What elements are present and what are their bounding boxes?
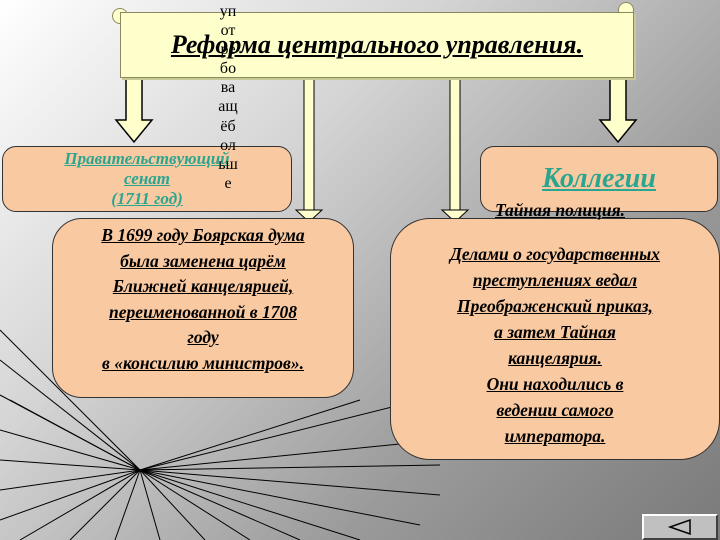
secret-police-title: Тайная полиция. — [494, 200, 625, 220]
boyar-line: была заменена царём — [120, 250, 286, 271]
senate-line: сенат — [123, 169, 171, 188]
secret-police-box: Делами о государственных преступлениях в… — [390, 218, 720, 460]
boyar-line: В 1699 году Боярская дума — [101, 225, 305, 245]
senate-line: Правительствующий — [64, 149, 230, 168]
back-button[interactable] — [642, 514, 718, 540]
boyar-line: Ближней канцелярией, — [112, 276, 294, 296]
police-line: Делами о государственных — [449, 244, 661, 264]
slide-title: Реформа центрального управления. — [170, 30, 584, 59]
title-banner: Реформа центрального управления. — [120, 12, 634, 78]
boyar-line: переименованной в 1708 — [109, 301, 297, 322]
police-line: императора. — [504, 426, 606, 446]
boyar-duma-box: В 1699 году Боярская дума была заменена … — [52, 218, 354, 398]
vertical-text: употребоваащёбольше — [218, 3, 238, 192]
triangle-left-icon — [667, 518, 691, 536]
senate-box: Правительствующий сенат (1711 год) — [2, 146, 292, 212]
collegia-box: Коллегии — [480, 146, 718, 212]
police-line: а затем Тайная — [494, 322, 616, 342]
police-line: канцелярия. — [508, 348, 602, 368]
police-line: преступлениях ведал — [472, 270, 638, 290]
senate-line: (1711 год) — [111, 189, 183, 208]
boyar-line: в «консилию министров». — [102, 352, 304, 373]
boyar-line: году — [187, 327, 219, 347]
police-line: ведении самого — [496, 400, 614, 420]
police-line: Преображенский приказ, — [457, 296, 653, 316]
police-line: Они находились в — [486, 374, 624, 394]
collegia-label: Коллегии — [542, 163, 656, 194]
